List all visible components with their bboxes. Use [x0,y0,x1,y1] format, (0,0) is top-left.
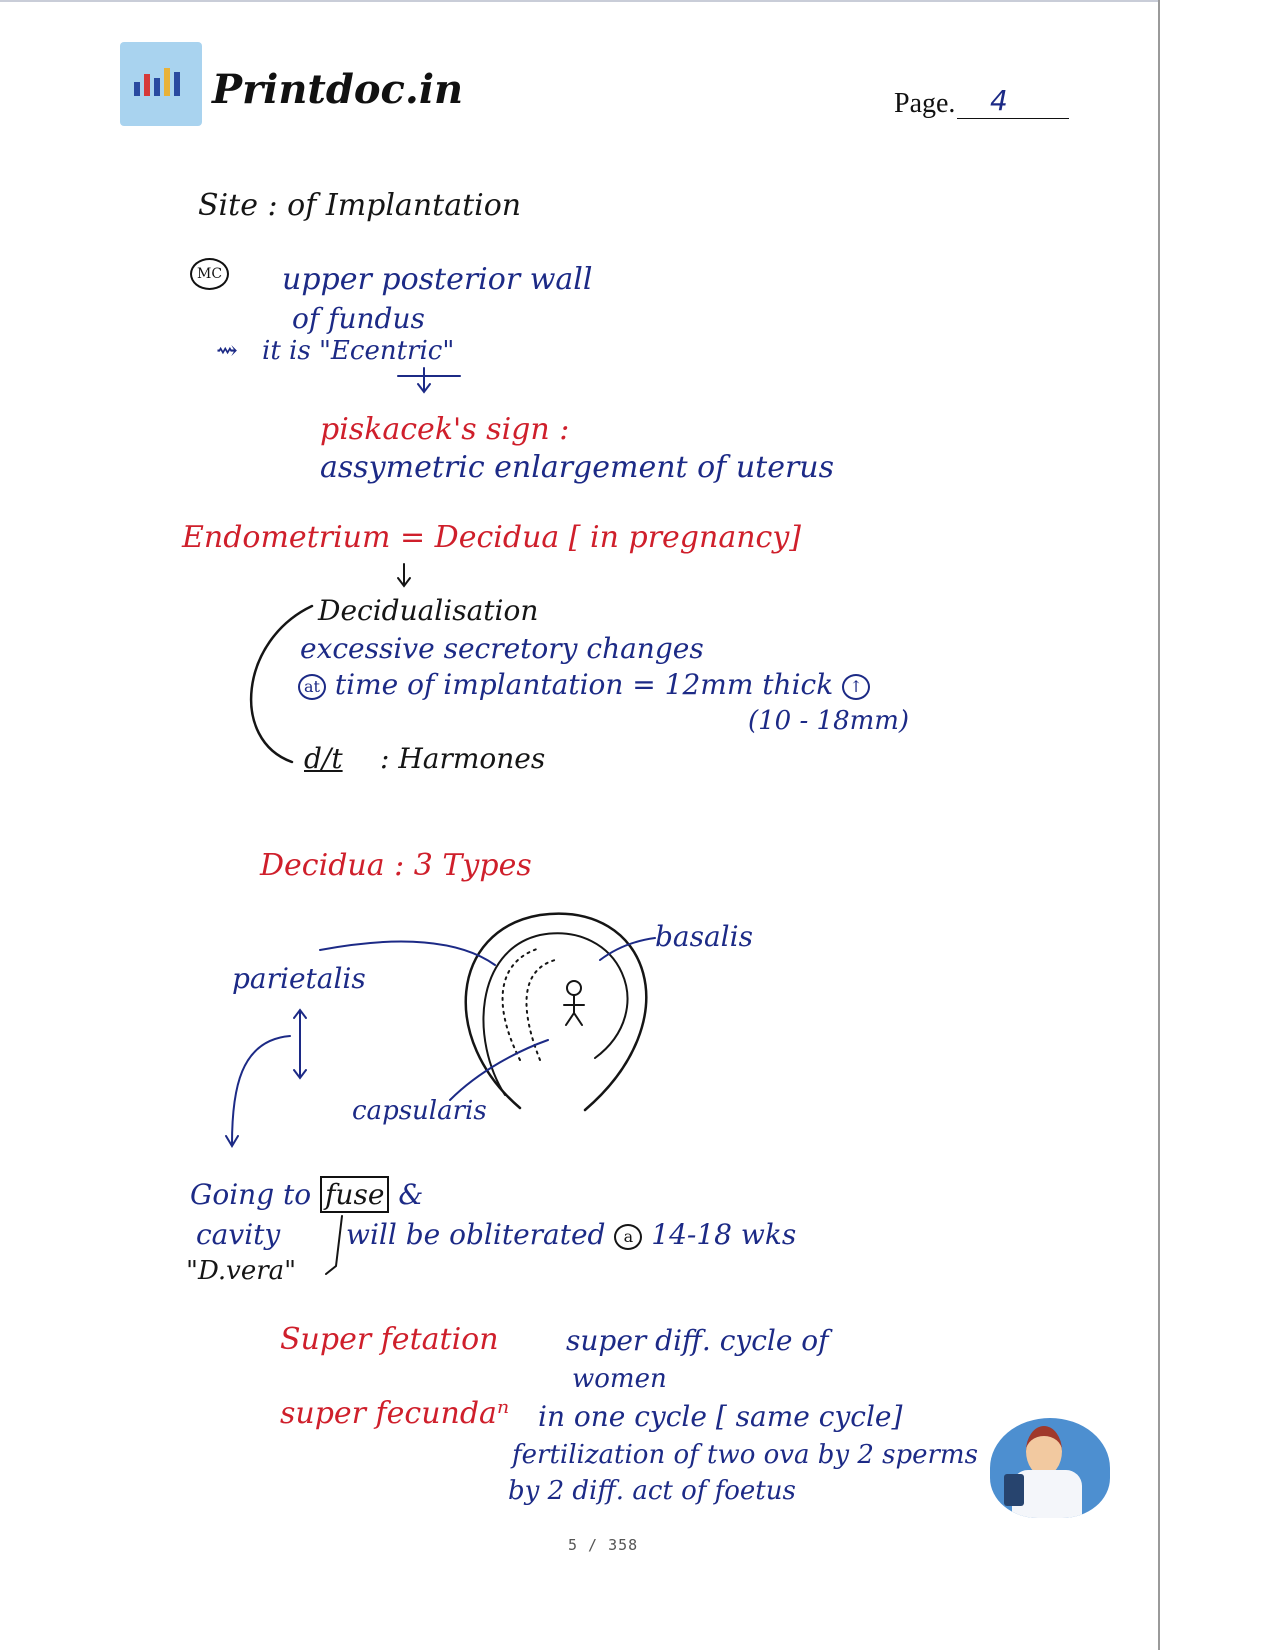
decidualisation-curve-arrow [249,604,314,764]
capsularis-pointer [449,1039,549,1101]
logo-text: Printdoc.in [212,66,464,113]
note-heading: Decidualisation [318,594,539,627]
note-line: it is "Ecentric" [262,336,455,366]
basalis-pointer [599,937,656,961]
diagram-label-basalis: basalis [655,920,753,953]
fetus-body-icon [563,994,585,1026]
note-text: Going to [190,1178,312,1211]
page-top-edge [0,0,1160,2]
note-line: by 2 diff. act of foetus [508,1476,796,1506]
note-heading: Super fetation [280,1322,499,1357]
note-text: time of implantation = 12mm thick [334,668,834,701]
note-heading: Endometrium = Decidua [ in pregnancy] [182,520,801,555]
page-number-line [957,118,1069,119]
note-line: in one cycle [ same cycle] [538,1400,903,1433]
note-line: d/t [304,742,343,775]
note-line: upper posterior wall [282,262,593,297]
parietalis-pointer [319,940,496,966]
note-line: "D.vera" [186,1256,297,1286]
wavy-arrow-icon: ⇝ [216,336,238,366]
heading-site: Site : of Implantation [198,188,522,223]
note-line: Going to fuse & [190,1176,424,1213]
diagram-label-parietalis: parietalis [232,962,366,995]
note-heading: super fecundaⁿ [280,1396,510,1431]
doctor-avatar-icon [990,1418,1110,1518]
note-line: excessive secretory changes [300,632,704,665]
note-line: at time of implantation = 12mm thick ↑ [298,668,871,701]
note-line: fertilization of two ova by 2 sperms [512,1440,978,1470]
page-counter: 5 / 358 [568,1536,639,1554]
d-vera-arrow [325,1215,343,1275]
uterus-outline [464,912,648,1112]
page-number: 4 [990,84,1008,117]
note-text: will be obliterated [346,1218,606,1251]
mc-badge: MC [190,258,230,290]
note-text: 14-18 wks [651,1218,797,1251]
decidua-band [501,947,556,1061]
note-line: of fundus [292,302,425,335]
page-right-edge [1158,0,1160,1650]
note-line: will be obliterated a 14-18 wks [346,1218,796,1251]
at-badge: at [298,673,326,700]
logo-chart-icon [120,42,202,126]
note-heading: Decidua : 3 Types [260,848,532,883]
note-line: super diff. cycle of [566,1324,829,1357]
note-text: & [398,1178,424,1211]
a-badge: a [614,1223,643,1250]
uterus-inner [482,932,629,1096]
down-arrow-icon [397,563,411,588]
note-line: women [572,1364,667,1394]
note-line: : Harmones [380,742,546,775]
note-line: (10 - 18mm) [748,706,910,736]
up-arrow-circle-icon: ↑ [842,673,871,700]
diagram-label-capsularis: capsularis [352,1096,487,1126]
page-label: Page. [894,88,956,119]
down-arrow-icon [417,367,431,394]
fuse-arrow [225,1035,291,1148]
fetus-head-icon [566,980,582,996]
note-line: cavity [196,1218,281,1251]
note-line: assymetric enlargement of uterus [320,450,835,485]
note-heading: piskacek's sign : [320,412,570,447]
double-arrow-icon [293,1008,307,1080]
fuse-boxed: fuse [320,1176,390,1213]
